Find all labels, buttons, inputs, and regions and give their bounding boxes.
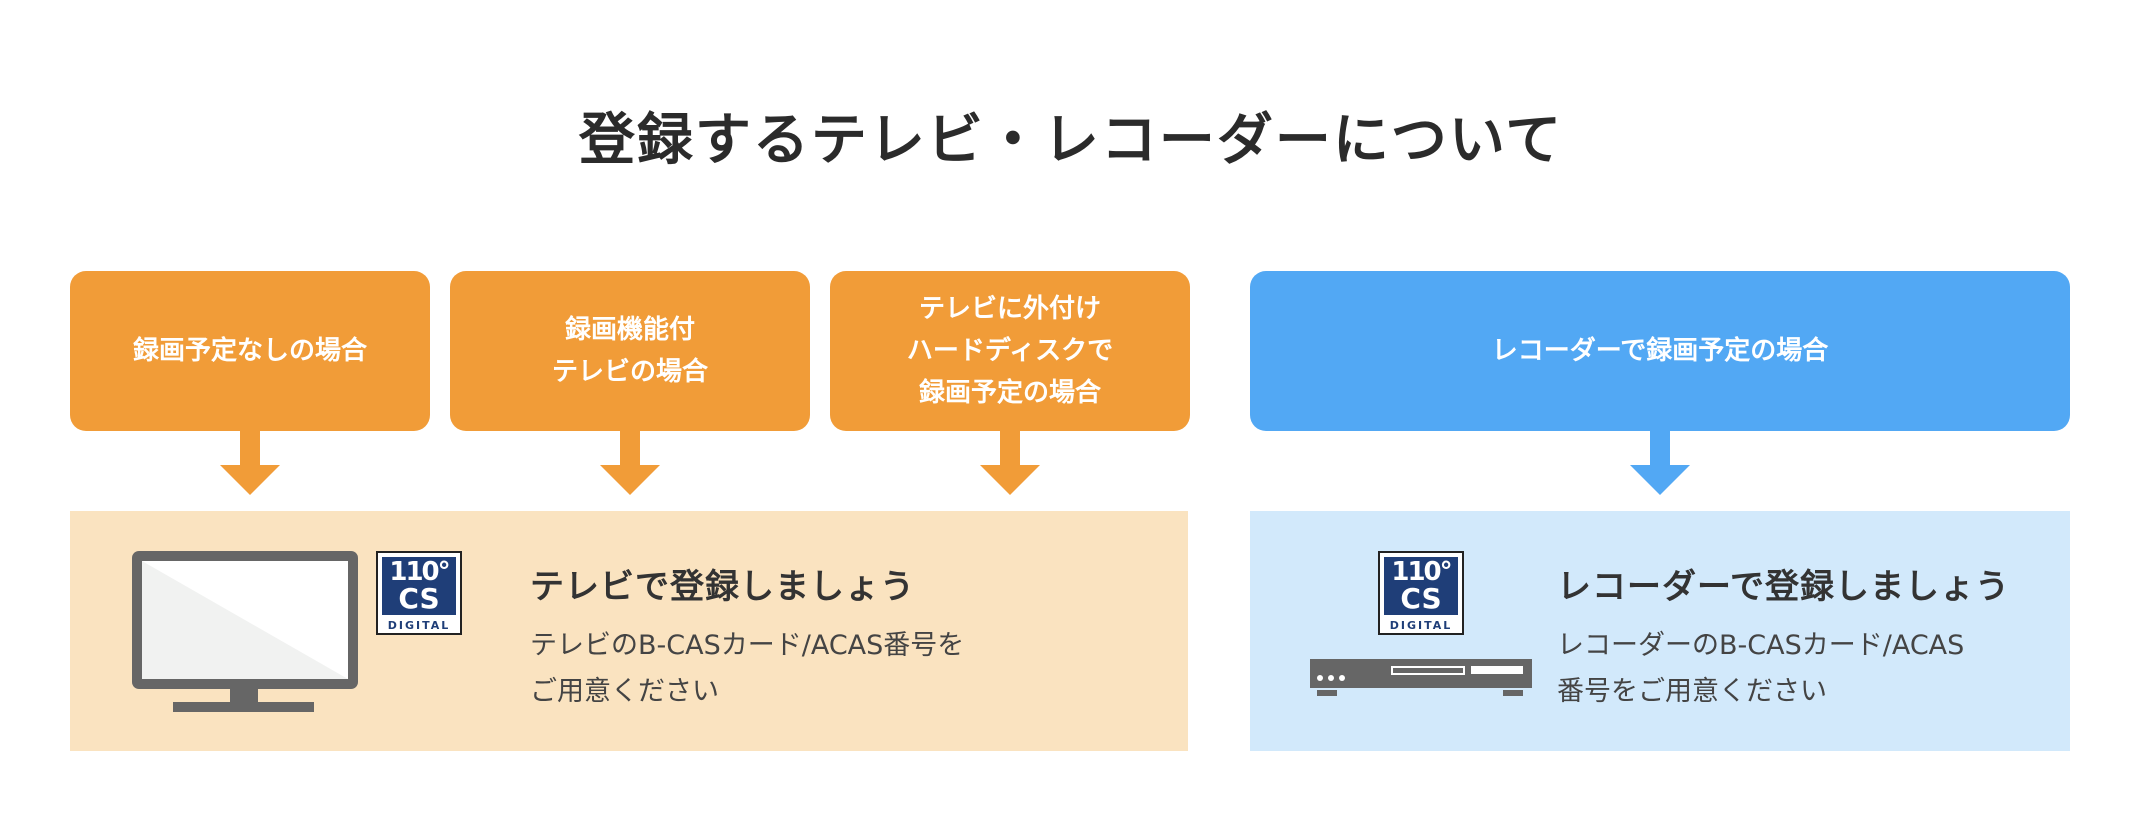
tv-icon xyxy=(132,551,358,712)
110cs-digital-logo: 110°CS DIGITAL xyxy=(1378,551,1464,635)
recorder-panel-body: レコーダーのB-CASカード/ACAS 番号をご用意ください xyxy=(1557,630,1965,707)
arrow-head-icon xyxy=(1630,465,1690,495)
arrow-down-icon xyxy=(1000,430,1020,466)
arrow-head-icon xyxy=(220,465,280,495)
110cs-digital-logo: 110°CS DIGITAL xyxy=(376,551,462,635)
arrow-down-icon xyxy=(240,430,260,466)
case-external-hdd: テレビに外付け ハードディスクで 録画予定の場合 xyxy=(830,271,1190,431)
arrow-down-icon xyxy=(1650,430,1670,466)
tv-panel: 110°CS DIGITAL テレビで登録しましょう テレビのB-CASカード/… xyxy=(70,511,1188,751)
arrow-head-icon xyxy=(980,465,1040,495)
page-title: 登録するテレビ・レコーダーについて xyxy=(578,108,1564,173)
arrow-down-icon xyxy=(620,430,640,466)
tv-panel-heading: テレビで登録しましょう xyxy=(530,567,915,607)
recorder-panel-heading: レコーダーで登録しましょう xyxy=(1557,567,2010,607)
case-tv-with-recording: 録画機能付 テレビの場合 xyxy=(450,271,810,431)
recorder-panel: 110°CS DIGITAL レコーダーで登録しましょう レコーダーのB-CAS… xyxy=(1250,511,2070,751)
tv-panel-body: テレビのB-CASカード/ACAS番号を ご用意ください xyxy=(530,630,965,707)
recorder-icon xyxy=(1310,659,1532,696)
case-recorder: レコーダーで録画予定の場合 xyxy=(1250,271,2070,431)
arrow-head-icon xyxy=(600,465,660,495)
case-no-recording: 録画予定なしの場合 xyxy=(70,271,430,431)
